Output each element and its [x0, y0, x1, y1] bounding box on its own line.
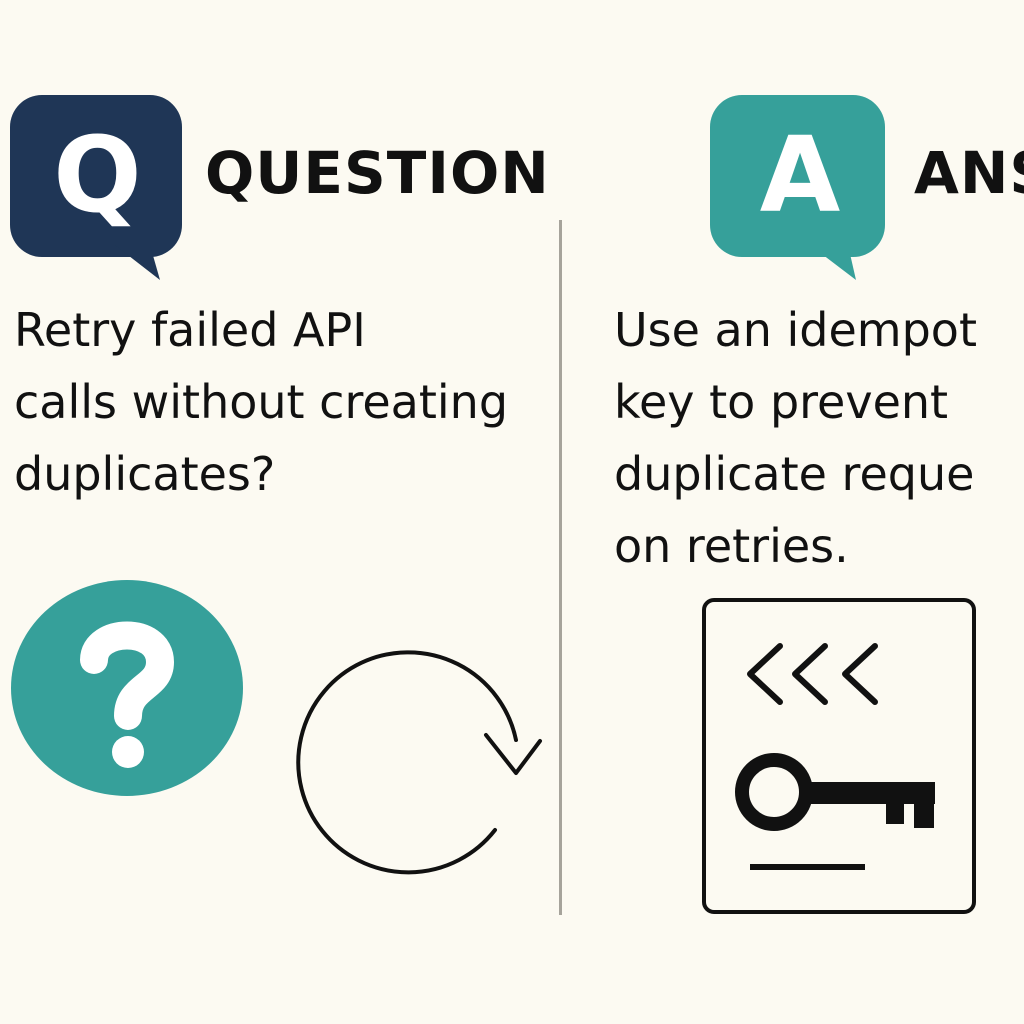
key-card-icon [702, 598, 976, 914]
answer-line: Use an idempot [614, 303, 977, 357]
question-heading: QUESTION [205, 139, 550, 207]
key-icon [735, 753, 935, 831]
answer-heading: ANS [914, 139, 1024, 207]
question-badge: Q [10, 95, 185, 280]
answer-line: duplicate reque [614, 447, 975, 501]
question-mark-circle-icon [11, 580, 243, 796]
answer-badge-letter: A [759, 114, 841, 236]
chevron-left-icon [747, 643, 878, 705]
question-badge-letter: Q [53, 114, 142, 236]
question-line: duplicates? [14, 447, 276, 501]
column-divider [559, 220, 562, 915]
answer-line: key to prevent [614, 375, 949, 429]
speech-bubble-icon [10, 95, 182, 280]
retry-circular-arrow-icon [296, 650, 542, 875]
question-text: Retry failed API calls without creating … [14, 294, 508, 510]
answer-text: Use an idempot key to prevent duplicate … [614, 294, 977, 582]
answer-badge: A [710, 95, 890, 280]
question-line: calls without creating [14, 375, 509, 429]
speech-bubble-icon [710, 95, 885, 280]
underline-bar [750, 864, 865, 870]
answer-line: on retries. [614, 519, 849, 573]
question-line: Retry failed API [14, 303, 366, 357]
